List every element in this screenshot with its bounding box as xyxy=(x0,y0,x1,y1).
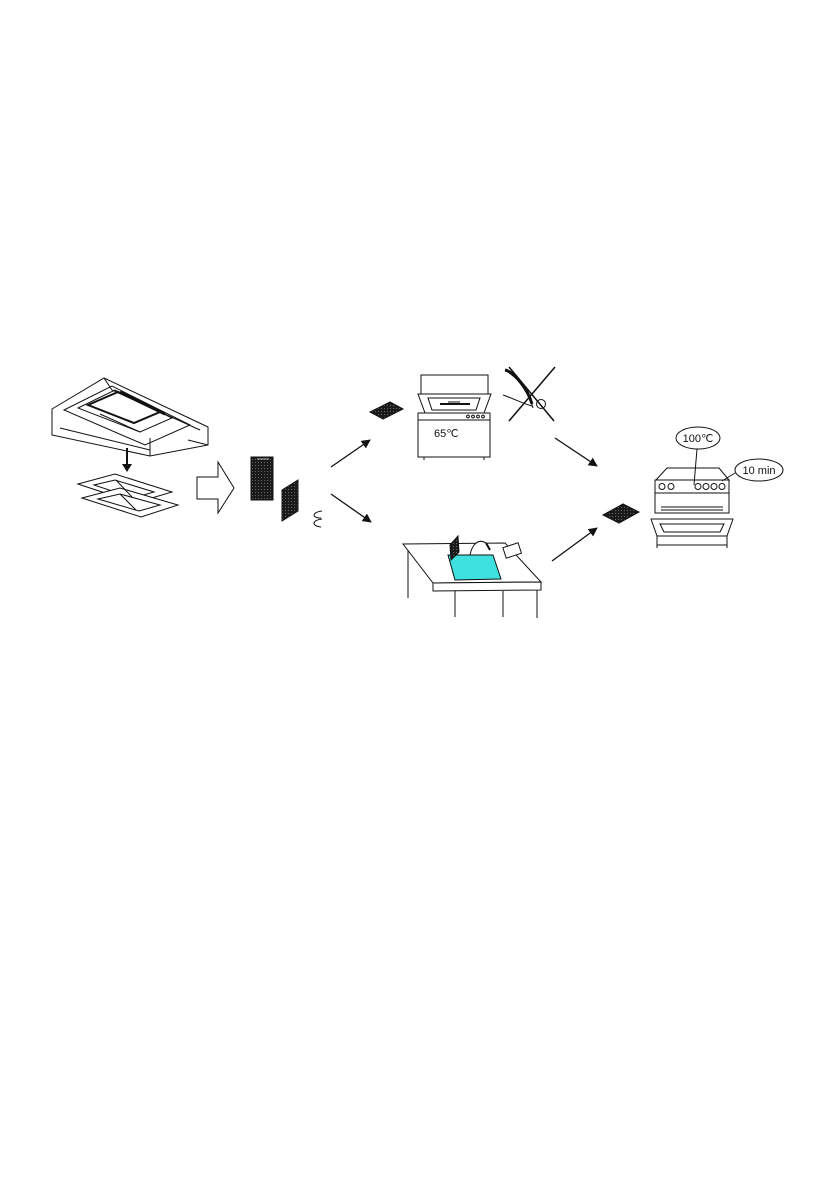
arrow-to-dishwasher xyxy=(331,440,370,467)
arrow-sink-to-oven xyxy=(552,528,597,561)
filter-panel-front-icon xyxy=(251,457,273,500)
arrow-to-sink xyxy=(331,494,371,522)
oven-time-callout: 10 min xyxy=(722,459,783,481)
no-scrubbing-brush-icon xyxy=(503,367,555,421)
range-hood-illustration xyxy=(52,378,208,456)
sink-water xyxy=(448,555,501,580)
removed-filters-illustration xyxy=(78,474,178,517)
filter-panel-tilted-icon xyxy=(282,480,298,521)
arrow-dishwasher-to-oven xyxy=(555,438,597,466)
oven-temperature-label: 100℃ xyxy=(683,433,714,445)
oven-illustration xyxy=(651,468,733,548)
filter-before-dishwasher-icon xyxy=(370,402,403,419)
hollow-right-arrow-icon xyxy=(197,462,234,513)
filter-clip-icon xyxy=(314,511,322,527)
filter-before-oven-icon xyxy=(603,504,639,523)
oven-time-label: 10 min xyxy=(742,465,775,477)
sink-counter-illustration xyxy=(403,541,541,618)
dishwasher-temperature-label: 65℃ xyxy=(434,428,459,440)
dishwasher-illustration xyxy=(418,375,491,460)
